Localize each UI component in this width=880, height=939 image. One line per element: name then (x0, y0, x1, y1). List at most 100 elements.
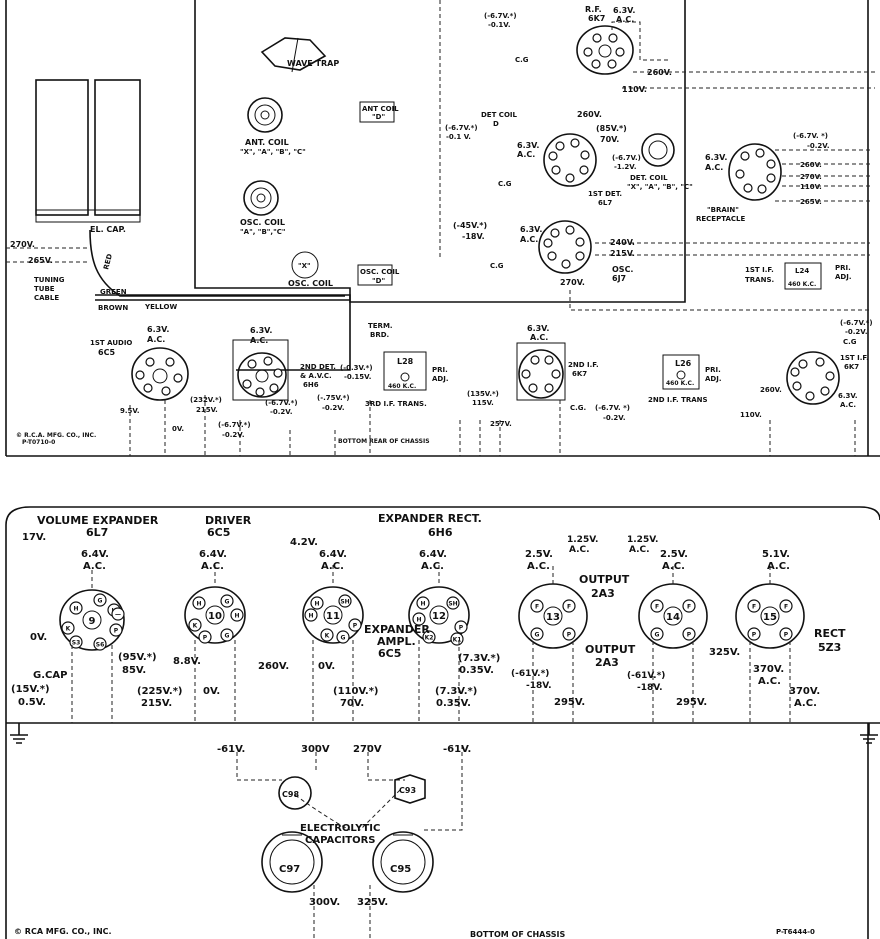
v035a-label: 0.35V. (459, 665, 494, 676)
tube-pin-label: K2 (425, 635, 434, 642)
if2tube-v257: 257V. (490, 420, 512, 428)
tube-socket-outline (408, 586, 470, 644)
tube-pin-label: S3 (72, 640, 81, 647)
osc-coil-box-label: OSC. COIL (360, 268, 400, 276)
tube-pin (69, 635, 83, 649)
v300-label: 300V. (309, 897, 340, 908)
caps-title2: CAPACITORS (305, 835, 376, 846)
tube-pin-label: H (73, 606, 78, 613)
v0b-label: 0V. (203, 686, 220, 697)
tube-pin-label: H (234, 613, 239, 620)
v15-label: (15V.*) (11, 684, 50, 695)
tube-pin (230, 608, 244, 622)
tube14-name: OUTPUT (585, 643, 636, 656)
top-part: P-T0710-0 (22, 439, 55, 446)
cap-c98: C98 (282, 790, 299, 799)
audio1-ac: A.C. (147, 335, 165, 344)
det-neg2-2: -1.2V. (614, 163, 636, 171)
if2tube-neg2: -0.2V. (603, 414, 625, 422)
tube-lead-lines (194, 565, 236, 723)
audio1-v232: (232V.*) (190, 396, 222, 404)
audio1-v95: 9.5V. (120, 407, 140, 415)
tube12-name: EXPANDER RECT. (378, 512, 482, 525)
det2-neg3-b: -0.2V. (322, 404, 344, 412)
v035b-label: 0.35V. (436, 698, 471, 709)
if3-adj: PRI. (432, 366, 448, 374)
tube-pin (69, 601, 83, 615)
brain-ac-v: 6.3V. (705, 153, 727, 162)
tube-pin (192, 596, 206, 610)
bottom-copyright: © RCA MFG. CO., INC. (14, 927, 112, 936)
v18b-label: -18V. (637, 683, 662, 693)
v325-label: 325V. (709, 647, 740, 658)
det-v70: 70V. (600, 135, 619, 144)
brain-v5: 265V. (800, 198, 822, 206)
tube-pin (198, 630, 212, 644)
tube-pin (348, 618, 362, 632)
det2-neg3: (-.75V.*) (317, 394, 350, 402)
tube-pin (747, 627, 761, 641)
rf-name: R.F. (585, 5, 602, 14)
x-coil-pin: "X" (298, 262, 311, 270)
tube-pin (310, 596, 324, 610)
osc-v270: 270V. (560, 278, 585, 287)
top-copyright: © R.C.A. MFG. CO., INC. (16, 432, 96, 439)
tube-number: 9 (89, 616, 96, 627)
tube10-name: DRIVER (205, 514, 252, 527)
det2-ac: A.C. (250, 336, 268, 345)
v70-label: 70V. (340, 698, 364, 709)
tube-pin-label: P (752, 632, 757, 639)
if3-box-label: L28 (397, 357, 414, 366)
tube15-ac: A.C. (767, 561, 790, 572)
tube-pin-label: H (196, 601, 201, 608)
if2tube-type: 6K7 (572, 370, 587, 378)
if2tube-neg: (-6.7V. *) (595, 404, 630, 412)
brain-v1: -0.2V. (807, 142, 829, 150)
osc-ac-v: 6.3V. (520, 225, 542, 234)
v85-label: 85V. (122, 665, 146, 676)
tube-pin-label: P (203, 635, 208, 642)
tube-socket-outline (184, 586, 246, 644)
if1tube-ac-v: 6.3V. (838, 392, 858, 400)
tube12-ac-v: 6.4V. (419, 549, 447, 560)
if2tube-name: 2ND I.F. (568, 361, 599, 369)
v370a-label: 370V. (753, 664, 784, 675)
tube-pin (562, 627, 576, 641)
tube13-ac-v: 2.5V. (525, 549, 553, 560)
tube-pin (109, 623, 123, 637)
tube-pin (682, 627, 696, 641)
if3-neg: (-0.3V.*) (340, 364, 373, 372)
v0c-label: 0V. (318, 661, 335, 672)
det-type: 6L7 (598, 199, 612, 207)
tube-pin-label: F (752, 604, 756, 611)
tube-pin (530, 599, 544, 613)
term-label: TERM. (368, 322, 393, 330)
rf-neg: (-6.7V.*) (484, 12, 517, 20)
det2-neg2: (-6.7V.*) (218, 421, 251, 429)
v270-label: 270V. (10, 240, 35, 249)
v125a-label: 1.25V. (567, 535, 598, 545)
if2trans-freq: 460 K.C. (666, 380, 694, 387)
if2trans-adj: PRI. (705, 366, 721, 374)
brain-v0: (-6.7V. *) (793, 132, 828, 140)
brain-receptacle (728, 143, 870, 202)
tube-number: 11 (326, 611, 340, 622)
wave-trap-label: WAVE TRAP (287, 59, 339, 68)
if1tube-ac: A.C. (840, 401, 856, 409)
audio1-type: 6C5 (98, 348, 115, 357)
tube-pin-label: P (114, 628, 119, 635)
tube-pin (338, 594, 352, 608)
cap-c97: C97 (279, 864, 300, 875)
gcap-label: G.CAP (33, 670, 67, 681)
rf-type: 6K7 (588, 14, 605, 23)
v370b-ac: A.C. (794, 698, 817, 709)
tube-socket-center (323, 605, 343, 625)
tube-socket-center (429, 605, 449, 625)
if2trans-adj2: ADJ. (705, 375, 722, 383)
tube-lead-lines (71, 570, 113, 723)
if2tube-ac: A.C. (530, 333, 548, 342)
v05-label: 0.5V. (18, 697, 46, 708)
